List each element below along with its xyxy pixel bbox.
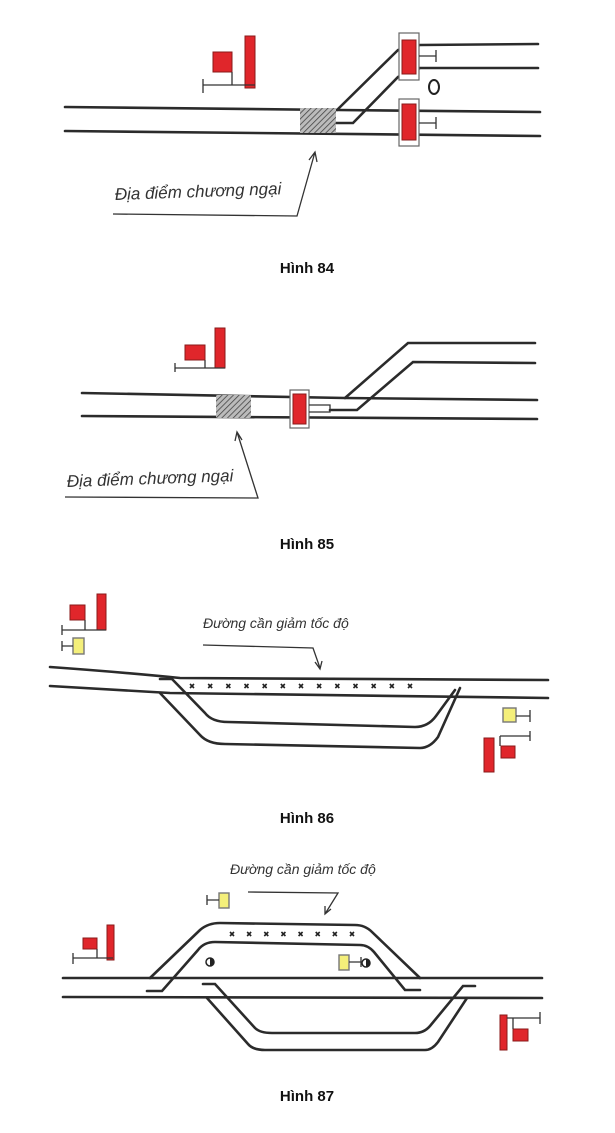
speed-mark-icon [243, 683, 250, 689]
main-signal-right-icon [499, 1012, 541, 1051]
figure-caption: Hình 86 [280, 810, 334, 827]
warning-signal-upper-icon [206, 892, 230, 909]
slow-zone-markers [229, 931, 355, 937]
speed-mark-icon [263, 931, 269, 937]
main-signal-icon [202, 35, 256, 93]
branch-signal-lower-icon [398, 98, 437, 147]
figure-85: Địa điểm chương ngại Hình 85 [64, 327, 539, 553]
speed-mark-icon [334, 683, 340, 689]
warning-signal-left-icon [61, 637, 85, 655]
half-circle-marker-right-icon [361, 958, 371, 968]
pointer-arrow [112, 150, 318, 217]
warning-signal-inner-icon [338, 954, 362, 971]
speed-mark-icon [262, 683, 268, 689]
speed-mark-icon [189, 683, 195, 689]
speed-mark-icon [315, 931, 321, 937]
obstacle-zone [216, 395, 251, 418]
speed-mark-icon [349, 931, 355, 937]
speed-mark-icon [280, 931, 286, 937]
obstacle-label: Địa điểm chương ngại [114, 179, 282, 204]
main-signal-icon [174, 327, 226, 372]
warning-signal-right-icon [502, 707, 531, 723]
figure-84: Địa điểm chương ngại Hình 84 [63, 32, 542, 277]
slow-zone-markers [189, 683, 413, 689]
obstacle-zone [300, 108, 336, 133]
speed-mark-icon [389, 683, 395, 689]
slow-zone-label: Đường cần giảm tốc độ [203, 615, 349, 631]
pointer-arrow [202, 644, 323, 671]
branch-signal-upper-icon [398, 32, 437, 81]
obstacle-signal-icon [289, 389, 331, 429]
figure-87: Đường cần giảm tốc độ Hình 87 [61, 861, 544, 1105]
pointer-arrow [247, 891, 340, 916]
obstacle-label: Địa điểm chương ngại [66, 466, 234, 491]
main-signal-left-icon [61, 593, 107, 635]
marker-circle-icon [428, 79, 440, 95]
speed-mark-icon [407, 683, 413, 689]
slow-zone-label: Đường cần giảm tốc độ [230, 861, 376, 877]
half-circle-marker-left-icon [205, 957, 215, 967]
speed-mark-icon [352, 683, 359, 689]
figure-caption: Hình 87 [280, 1088, 334, 1105]
main-signal-left-icon [72, 924, 115, 964]
speed-mark-icon [332, 931, 338, 937]
speed-mark-icon [298, 683, 304, 689]
speed-mark-icon [246, 931, 252, 937]
speed-mark-icon [225, 683, 231, 689]
tracks [61, 921, 544, 1052]
tracks [48, 665, 550, 750]
speed-mark-icon [371, 683, 377, 689]
speed-mark-icon [229, 931, 235, 937]
figure-caption: Hình 84 [280, 260, 335, 277]
speed-mark-icon [298, 931, 304, 937]
pointer-arrow [64, 430, 259, 499]
speed-mark-icon [207, 683, 213, 689]
figure-86: Đường cần giảm tốc độ Hình 86 [48, 593, 550, 827]
speed-mark-icon [316, 683, 322, 689]
figure-caption: Hình 85 [280, 536, 334, 553]
main-signal-right-icon [483, 731, 531, 773]
speed-mark-icon [280, 683, 286, 689]
